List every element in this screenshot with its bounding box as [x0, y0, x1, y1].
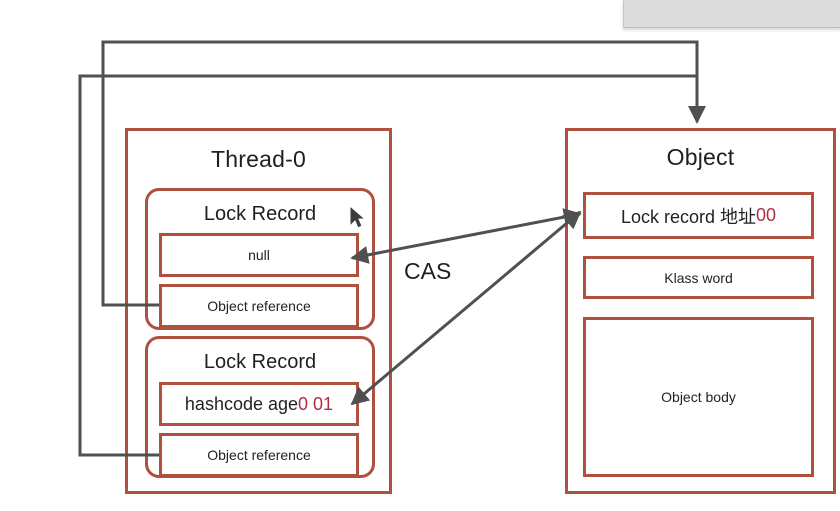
object-row-klass-word [583, 256, 814, 299]
lock-record-1-row-null [159, 233, 359, 277]
lock-record-1-row-objref [159, 284, 359, 328]
lock-record-1-title: Lock Record [203, 203, 317, 225]
top-toolbar-strip [623, 0, 840, 28]
cas-annotation-label: CAS [404, 258, 452, 284]
lock-record-2-title: Lock Record [203, 351, 317, 373]
object-title: Object [666, 144, 735, 170]
object-row-lock-record [583, 192, 814, 239]
lock-record-2-row-objref [159, 433, 359, 477]
object-row-object-body [583, 317, 814, 477]
lock-record-2-row-hashcode [159, 382, 359, 426]
thread-title: Thread-0 [211, 146, 306, 172]
